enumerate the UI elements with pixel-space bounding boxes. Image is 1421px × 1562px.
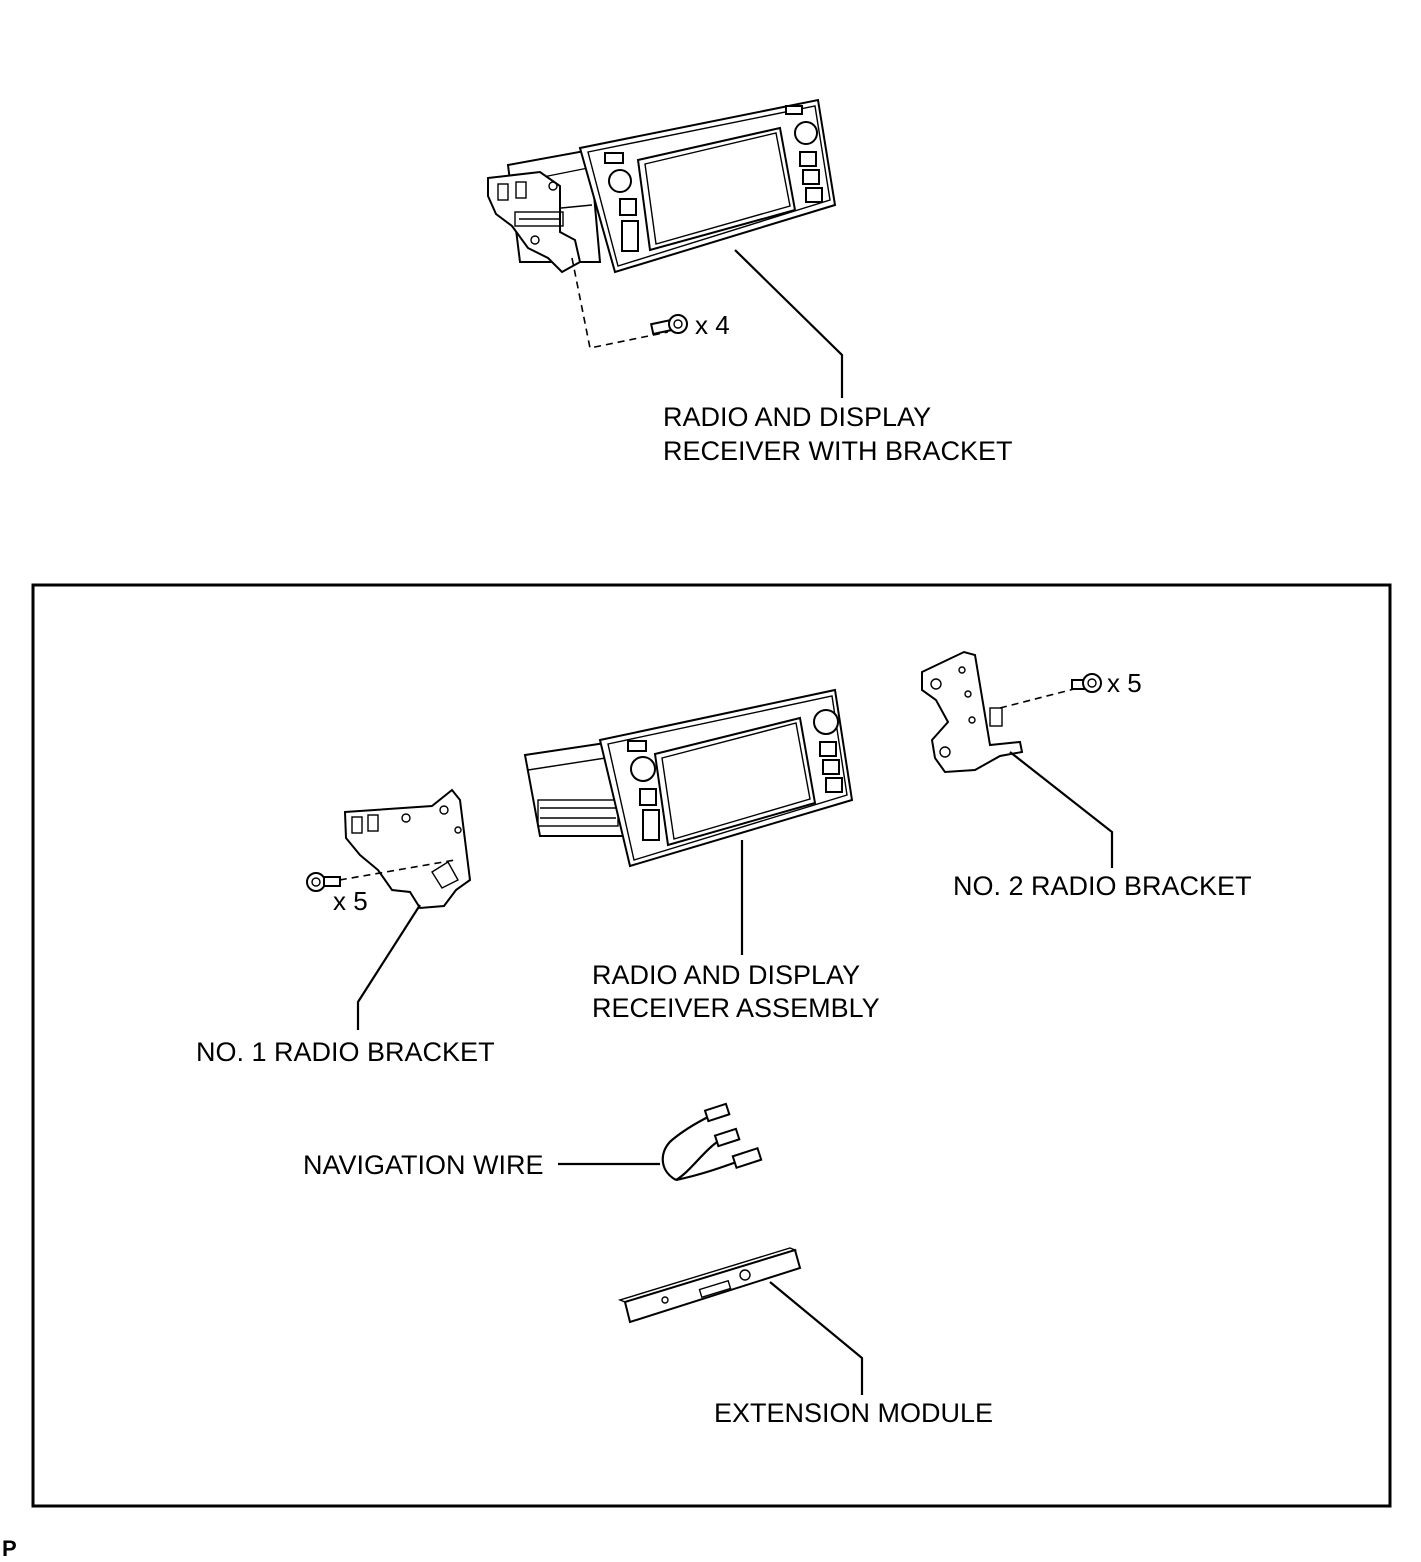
screw-icon (649, 314, 688, 336)
label-extension-module: EXTENSION MODULE (714, 1398, 994, 1428)
label-no1-radio-bracket: NO. 1 RADIO BRACKET (196, 1037, 495, 1067)
label-no2-radio-bracket: NO. 2 RADIO BRACKET (953, 871, 1252, 901)
navigation-wire-illustration (558, 1102, 763, 1182)
no1-bracket-illustration (306, 788, 472, 1030)
receiver-assembly-illustration (523, 688, 854, 955)
label-receiver-with-bracket-line2: RECEIVER WITH BRACKET (663, 436, 1013, 466)
no2-bracket-illustration (921, 650, 1114, 868)
connector-pins (514, 211, 564, 227)
screw-icon (306, 872, 341, 892)
no1-screw-qty: x 5 (333, 886, 368, 916)
no2-screw-qty: x 5 (1107, 668, 1142, 698)
receiver-with-bracket-illustration (487, 98, 844, 398)
exploded-view-frame (31, 583, 1392, 1508)
label-receiver-assembly-line1: RADIO AND DISPLAY (592, 960, 861, 990)
corner-mark: P (2, 1536, 17, 1561)
top-screw-qty: x 4 (695, 310, 730, 340)
label-navigation-wire: NAVIGATION WIRE (303, 1150, 544, 1180)
label-receiver-assembly-line2: RECEIVER ASSEMBLY (592, 993, 880, 1023)
label-receiver-with-bracket-line1: RADIO AND DISPLAY (663, 402, 932, 432)
screw-icon (1071, 673, 1102, 693)
extension-module-illustration (617, 1247, 864, 1395)
